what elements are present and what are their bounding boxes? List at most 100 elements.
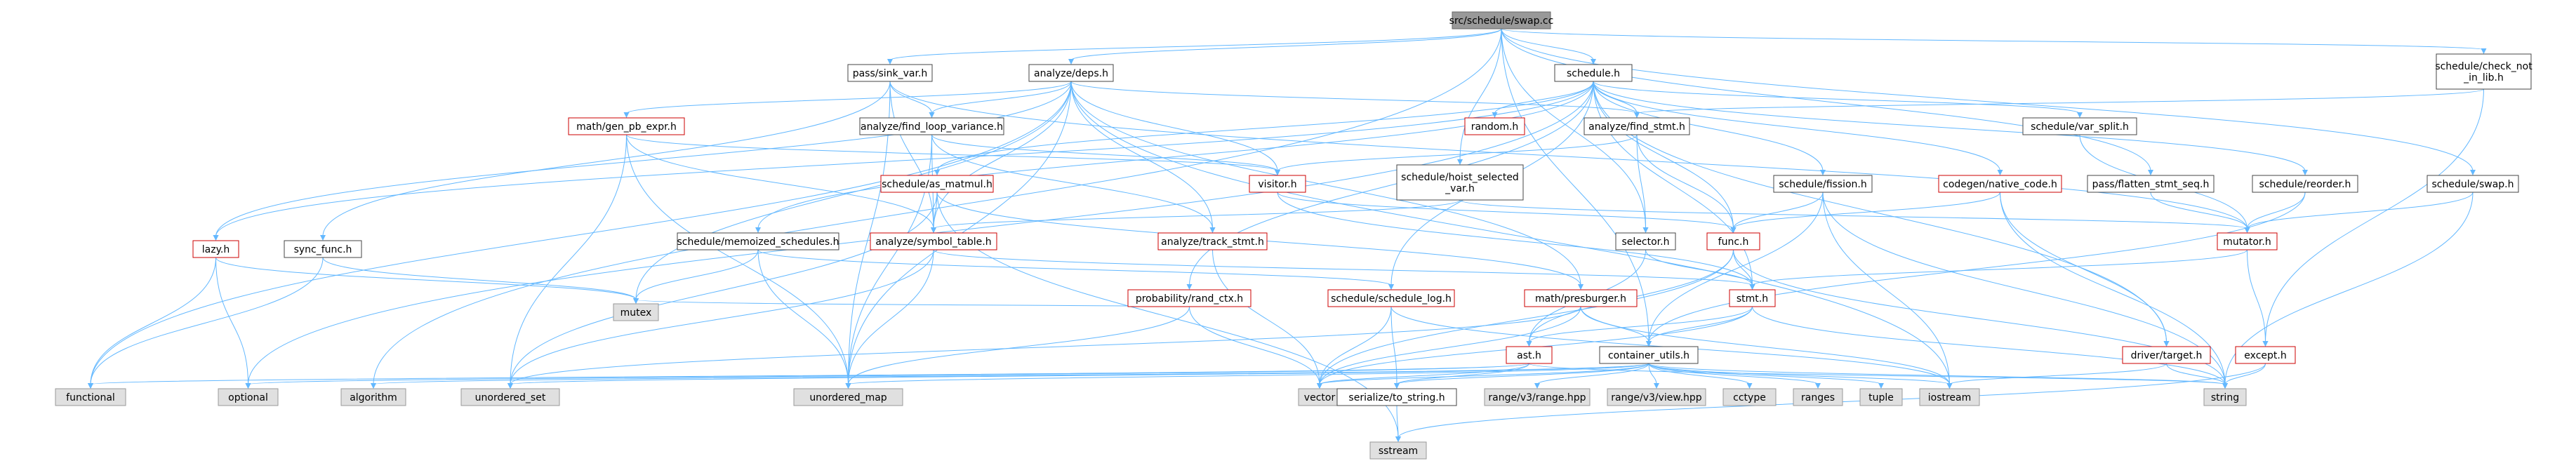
node-box bbox=[2252, 175, 2358, 193]
node-flatten-stmt-seq[interactable]: pass/flatten_stmt_seq.h bbox=[2087, 175, 2215, 193]
node-box bbox=[2087, 175, 2215, 193]
edge-schedule_h-to-random_h bbox=[1494, 81, 1594, 114]
node-check-not-in-lib[interactable]: schedule/check_not_in_lib.h bbox=[2435, 53, 2532, 90]
edge-root-to-schedule_h bbox=[1501, 28, 1594, 61]
node-container-utils[interactable]: container_utils.h bbox=[1599, 346, 1699, 364]
edge-container_utils-to-to_string bbox=[1396, 363, 1649, 385]
node-driver-target[interactable]: driver/target.h bbox=[2122, 346, 2211, 364]
node-symbol-table[interactable]: analyze/symbol_table.h bbox=[870, 232, 997, 250]
node-label: optional bbox=[228, 392, 268, 403]
edge-arrowhead-driver_target-to-iostream bbox=[1946, 383, 1953, 389]
node-pass-sink-var[interactable]: pass/sink_var.h bbox=[847, 64, 933, 82]
node-box bbox=[1722, 388, 1777, 406]
edge-find_loop_variance-to-visitor bbox=[931, 134, 1278, 172]
edge-arrowhead-container_utils-to-cctype bbox=[1746, 383, 1753, 389]
node-label: analyze/track_stmt.h bbox=[1161, 236, 1264, 248]
edge-schedule_h-to-lazy bbox=[215, 81, 1594, 237]
node-sstream: sstream bbox=[1369, 441, 1427, 460]
node-gen-pb-expr[interactable]: math/gen_pb_expr.h bbox=[568, 117, 685, 135]
node-label: range/v3/view.hpp bbox=[1611, 392, 1701, 403]
node-box bbox=[1607, 388, 1706, 406]
edge-arrowhead-driver_target-to-string bbox=[2222, 383, 2228, 389]
node-hoist-selected-var[interactable]: schedule/hoist_selected_var.h bbox=[1396, 164, 1524, 201]
node-schedule-log[interactable]: schedule/schedule_log.h bbox=[1327, 289, 1455, 307]
node-track-stmt[interactable]: analyze/track_stmt.h bbox=[1157, 232, 1268, 250]
node-label: stmt.h bbox=[1737, 293, 1768, 305]
node-find-stmt[interactable]: analyze/find_stmt.h bbox=[1584, 117, 1690, 135]
node-except-h[interactable]: except.h bbox=[2235, 346, 2296, 364]
node-presburger[interactable]: math/presburger.h bbox=[1524, 289, 1638, 307]
node-mutex: mutex bbox=[613, 303, 659, 321]
node-native-code[interactable]: codegen/native_code.h bbox=[1938, 175, 2062, 193]
edge-arrowhead-ast_h-to-optional bbox=[245, 383, 251, 389]
node-ast-h[interactable]: ast.h bbox=[1506, 346, 1553, 364]
edge-ast_h-to-vector bbox=[1319, 363, 1529, 385]
edge-symbol_table-to-unordered_set bbox=[510, 249, 934, 385]
edge-sync_func-to-mutex bbox=[322, 257, 637, 300]
node-label: schedule/swap.h bbox=[2432, 179, 2514, 190]
edge-reorder-to-mutator bbox=[2247, 192, 2306, 229]
edge-root-to-hoist_selected_var bbox=[1459, 28, 1502, 161]
node-memoized-schedules[interactable]: schedule/memoized_schedules.h bbox=[677, 232, 839, 250]
edge-rand_ctx-to-mutex bbox=[635, 299, 1190, 307]
node-stmt-h[interactable]: stmt.h bbox=[1729, 289, 1776, 307]
node-label: analyze/symbol_table.h bbox=[875, 236, 991, 248]
node-iostream: iostream bbox=[1919, 388, 1980, 406]
edge-schedule_h-to-reorder bbox=[1593, 81, 2306, 172]
node-label: ast.h bbox=[1517, 350, 1541, 361]
node-var-split[interactable]: schedule/var_split.h bbox=[2022, 117, 2137, 135]
edge-root-to-flatten_stmt_seq bbox=[1501, 28, 2151, 172]
node-root[interactable]: src/schedule/swap.cc bbox=[1449, 11, 1554, 29]
node-rand-ctx[interactable]: probability/rand_ctx.h bbox=[1127, 289, 1252, 307]
node-as-matmul[interactable]: schedule/as_matmul.h bbox=[880, 175, 994, 193]
node-box bbox=[460, 388, 560, 406]
node-box bbox=[613, 303, 659, 321]
node-fission[interactable]: schedule/fission.h bbox=[1773, 175, 1873, 193]
edge-arrowhead-check_not_in_lib-to-find_stmt bbox=[1634, 112, 1640, 118]
node-find-loop-variance[interactable]: analyze/find_loop_variance.h bbox=[859, 117, 1004, 135]
edge-stmt_h-to-string bbox=[1752, 306, 2226, 385]
node-box bbox=[1249, 175, 1306, 193]
node-func-h[interactable]: func.h bbox=[1706, 232, 1760, 250]
edge-schedule_h-to-native_code bbox=[1593, 81, 2000, 172]
edge-arrowhead-container_utils-to-view_hpp bbox=[1654, 383, 1659, 389]
node-box bbox=[847, 64, 933, 82]
edge-root-to-pass_sink_var bbox=[889, 28, 1502, 61]
node-mutator[interactable]: mutator.h bbox=[2217, 232, 2278, 250]
node-box bbox=[1336, 388, 1457, 406]
edge-arrowhead-mutator-to-except_h bbox=[2262, 341, 2269, 347]
edge-arrowhead-schedule_h-to-memoized_schedules bbox=[755, 227, 761, 233]
node-label: math/presburger.h bbox=[1535, 293, 1626, 305]
edge-analyze_deps-to-lazy bbox=[215, 81, 1072, 237]
node-random-h[interactable]: random.h bbox=[1464, 117, 1525, 135]
edge-container_utils-to-tuple bbox=[1648, 363, 1882, 385]
node-label: functional bbox=[66, 392, 115, 403]
node-box bbox=[2426, 175, 2519, 193]
edge-arrowhead-to_string-to-sstream bbox=[1395, 436, 1401, 442]
node-lazy[interactable]: lazy.h bbox=[192, 240, 239, 258]
node-box bbox=[2436, 53, 2532, 90]
node-label: func.h bbox=[1718, 236, 1749, 248]
node-label: range/v3/range.hpp bbox=[1488, 392, 1586, 403]
edge-container_utils-to-vector bbox=[1319, 363, 1649, 385]
edge-visitor-to-func_h bbox=[1277, 192, 1734, 229]
edge-pass_sink_var-to-mutator bbox=[889, 81, 2248, 229]
edge-hoist_selected_var-to-mutator bbox=[1459, 199, 2248, 229]
edge-arrowhead-native_code-to-driver_target bbox=[2163, 341, 2170, 347]
edge-lazy-to-mutex bbox=[215, 257, 637, 300]
node-selector[interactable]: selector.h bbox=[1615, 232, 1676, 250]
node-box bbox=[870, 232, 997, 250]
node-label: _var.h bbox=[1445, 183, 1475, 194]
node-box bbox=[1396, 164, 1524, 201]
node-swap-h[interactable]: schedule/swap.h bbox=[2426, 175, 2519, 193]
node-to-string[interactable]: serialize/to_string.h bbox=[1336, 388, 1457, 406]
node-schedule-h[interactable]: schedule.h bbox=[1554, 64, 1633, 82]
edge-presburger-to-unordered_set bbox=[510, 306, 1581, 385]
node-sync-func[interactable]: sync_func.h bbox=[284, 240, 362, 258]
node-analyze-deps[interactable]: analyze/deps.h bbox=[1028, 64, 1114, 82]
node-reorder[interactable]: schedule/reorder.h bbox=[2252, 175, 2358, 193]
node-label: container_utils.h bbox=[1608, 350, 1689, 361]
node-visitor[interactable]: visitor.h bbox=[1249, 175, 1306, 193]
edge-arrowhead-schedule_h-to-native_code bbox=[1997, 170, 2003, 175]
node-label: except.h bbox=[2244, 350, 2286, 361]
